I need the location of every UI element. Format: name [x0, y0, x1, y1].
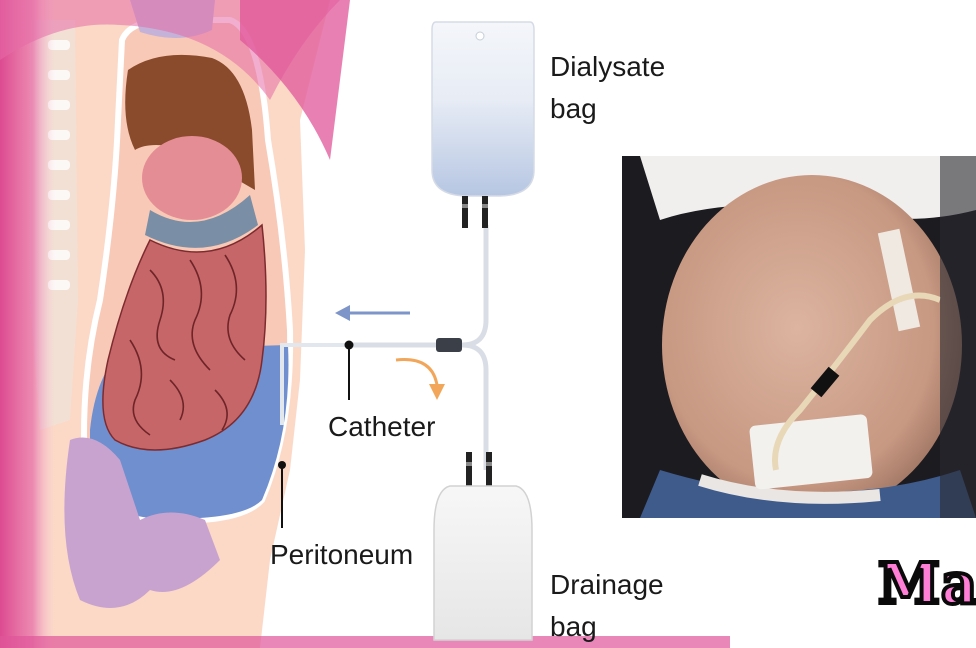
- peritoneum-label: Peritoneum: [270, 534, 413, 576]
- drainage-bag-label-line1: Drainage: [550, 564, 664, 606]
- dialysate-bag-label-line1: Dialysate: [550, 46, 665, 88]
- pink-frame-left: [0, 0, 55, 648]
- stomach: [142, 136, 242, 220]
- catheter-label: Catheter: [328, 406, 435, 448]
- patient-photo: [622, 156, 976, 518]
- catheter-pointer: [345, 341, 354, 401]
- drainage-bag-label-line2: bag: [550, 606, 664, 648]
- drainage-bag-label: Drainage bag: [550, 564, 664, 648]
- y-connector: [436, 338, 462, 352]
- dialysate-bag: [432, 22, 534, 228]
- watermark-text: Ma: [878, 552, 976, 616]
- arrow-left-icon: [335, 305, 410, 321]
- drainage-bag: [434, 452, 532, 640]
- arrow-curve-down-icon: [396, 360, 445, 400]
- dialysate-bag-label: Dialysate bag: [550, 46, 665, 130]
- dialysate-bag-label-line2: bag: [550, 88, 665, 130]
